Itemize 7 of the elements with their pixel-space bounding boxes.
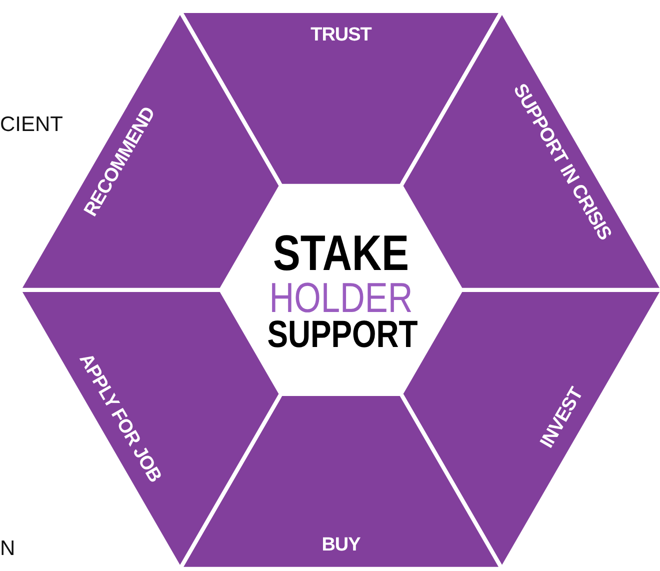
center-subtitle: HOLDER (268, 278, 414, 318)
center-title: STAKE (272, 230, 410, 278)
cut-off-text: N (0, 538, 16, 559)
cut-off-text: CIENT (0, 114, 63, 135)
segment-label: TRUST (310, 25, 372, 44)
center-title: SUPPORT (267, 317, 415, 354)
segment-label: BUY (322, 535, 360, 554)
